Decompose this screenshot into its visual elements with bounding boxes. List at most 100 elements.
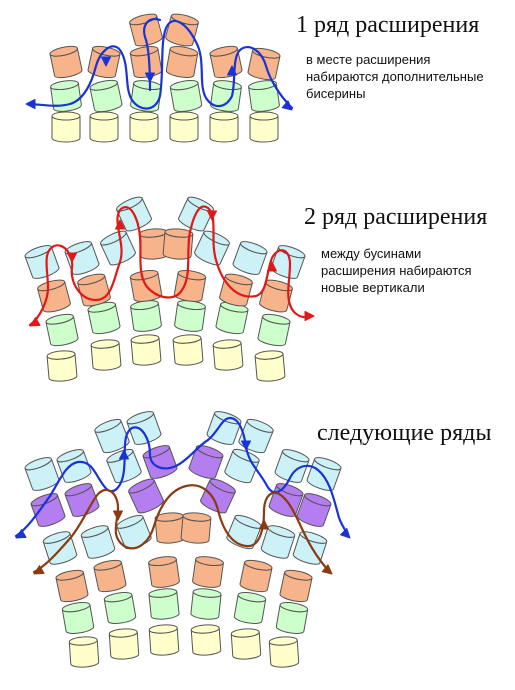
- section2-title: 2 ряд расширения: [304, 204, 488, 230]
- bead-yellow: [169, 111, 199, 143]
- arrow-icon: [33, 565, 45, 575]
- arrow-down-icon: [145, 72, 155, 83]
- bead-yellow: [130, 334, 162, 366]
- bead-green: [89, 79, 123, 113]
- section1-note: в месте расширения набираются дополнител…: [306, 51, 484, 102]
- thread-row1: [26, 19, 294, 110]
- arrow-icon: [29, 317, 41, 327]
- bead-cyan: [270, 245, 306, 279]
- bead-cyan: [206, 411, 242, 445]
- arrow-down-icon: [67, 252, 77, 263]
- threads-layer: [14, 17, 351, 575]
- bead-orange: [129, 13, 163, 47]
- bead-orange: [247, 47, 281, 81]
- bead-yellow: [249, 111, 279, 143]
- bead-yellow: [190, 624, 222, 656]
- bead-orange: [180, 512, 212, 544]
- bead-yellow: [212, 339, 244, 371]
- section1-note-line: набираются дополнительные: [306, 69, 484, 84]
- arrow-down-icon: [241, 440, 251, 451]
- bead-orange: [162, 228, 194, 260]
- bead: [224, 448, 260, 484]
- section2-note: между бусинами расширения набираются нов…: [321, 245, 472, 296]
- bead-cyan: [94, 418, 130, 454]
- bead-yellow: [90, 339, 122, 371]
- arrow-up-icon: [227, 65, 237, 76]
- bead-orange: [49, 45, 83, 79]
- bead-orange: [209, 45, 243, 79]
- arrow-icon: [339, 527, 351, 539]
- bead: [56, 449, 92, 483]
- bead-green: [248, 80, 280, 112]
- arrow-right-icon: [304, 311, 315, 321]
- bead-purple: [30, 493, 66, 527]
- bead-yellow: [172, 334, 204, 366]
- bead-green: [87, 301, 121, 335]
- bead-green: [257, 313, 291, 347]
- section1-note-line: бисерины: [306, 86, 366, 101]
- bead-orange: [173, 270, 207, 302]
- bead-purple: [296, 493, 332, 527]
- bead-green: [169, 80, 203, 112]
- bead-green: [210, 80, 242, 112]
- arrow-up-icon: [119, 449, 129, 460]
- bead-orange: [129, 46, 163, 78]
- bead-cyan: [100, 230, 136, 266]
- bead-orange: [239, 559, 273, 593]
- bead-green: [275, 602, 309, 634]
- bead-cyan: [64, 241, 100, 275]
- arrow-icon: [321, 564, 333, 575]
- arrow-down-icon: [113, 510, 123, 521]
- bead-yellow: [268, 636, 300, 668]
- bead-orange: [148, 556, 180, 588]
- bead: [142, 445, 178, 479]
- bead-orange: [93, 559, 127, 593]
- arrow-left-icon: [25, 99, 36, 109]
- section2-note-line: между бусинами: [321, 246, 422, 261]
- thread-row3-brown: [32, 484, 332, 574]
- arrow-icon: [281, 100, 293, 111]
- bead-orange: [165, 13, 199, 47]
- bead-green: [45, 313, 79, 347]
- arrow-icon: [15, 529, 27, 539]
- arrow-up-icon: [267, 261, 277, 272]
- bead-cyan: [232, 241, 268, 275]
- bead-green: [61, 602, 95, 634]
- thread-row2: [28, 205, 314, 327]
- bead-yellow: [51, 111, 81, 143]
- bead-orange: [37, 279, 71, 313]
- bead-yellow: [209, 111, 239, 143]
- bead-green: [50, 80, 82, 112]
- arrow-down-icon: [207, 210, 217, 221]
- bead-cyan: [116, 514, 152, 550]
- bead-green: [190, 588, 222, 620]
- bead-yellow: [89, 111, 119, 143]
- bead-cyan: [80, 525, 116, 559]
- bead-green: [215, 301, 249, 335]
- bead-purple: [128, 478, 164, 514]
- bead-purple: [64, 483, 100, 517]
- arrow-down-icon: [101, 56, 111, 67]
- bead-cyan: [292, 531, 328, 565]
- section1-title: 1 ряд расширения: [296, 12, 480, 38]
- bead-cyan: [260, 525, 296, 559]
- bead-green: [130, 300, 162, 332]
- section2-note-line: новые вертикали: [321, 280, 425, 295]
- bead-yellow: [129, 111, 159, 143]
- bead-green: [103, 592, 137, 624]
- bead: [188, 445, 224, 479]
- bead-yellow: [254, 350, 286, 382]
- bead-green: [233, 592, 267, 624]
- bead-cyan: [24, 245, 60, 279]
- bead-yellow: [46, 350, 78, 382]
- bead-orange: [154, 512, 186, 544]
- bead: [306, 457, 342, 491]
- bead-cyan: [194, 230, 230, 266]
- arrow-up-icon: [259, 519, 269, 530]
- bead-purple: [200, 478, 236, 514]
- bead-orange: [192, 556, 224, 588]
- bead-yellow: [108, 628, 140, 660]
- bead: [274, 449, 310, 483]
- beads-layer: [24, 13, 342, 668]
